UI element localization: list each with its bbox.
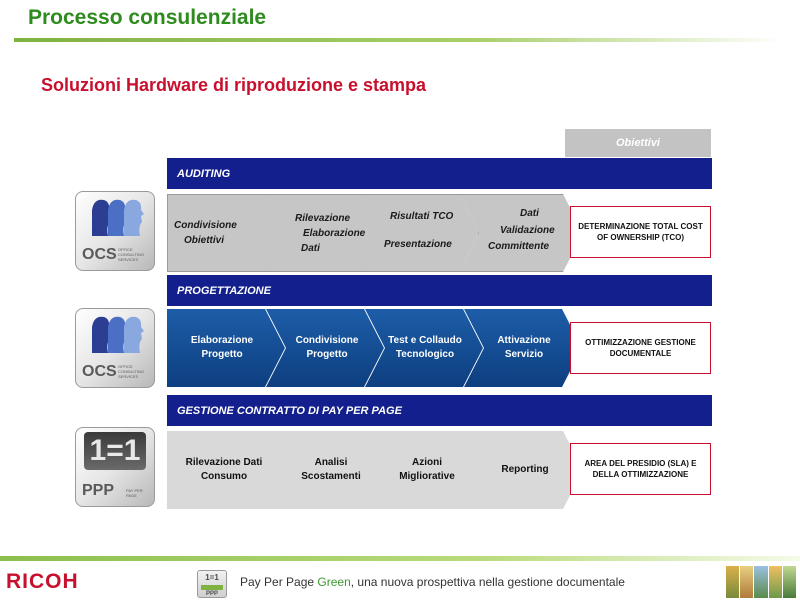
faces-icon xyxy=(92,199,144,236)
logo-label: PPP xyxy=(82,482,115,499)
logo-label: OCS xyxy=(82,246,117,263)
objectives-header: Obiettivi xyxy=(565,129,711,157)
logo-label: OCS xyxy=(82,363,117,380)
footer-tagline: Pay Per Page Green, una nuova prospettiv… xyxy=(240,575,625,589)
logo-caption: OFFICE CONSULTING SERVICES xyxy=(118,247,144,262)
ocs-logo: OCS OFFICE CONSULTING SERVICES xyxy=(75,191,155,271)
step-rilevazione-dati-consumo: Rilevazione Dati Consumo xyxy=(167,431,293,509)
band-gestione-contratto: GESTIONE CONTRATTO DI PAY PER PAGE xyxy=(167,395,712,426)
goal-ottimizzazione: OTTIMIZZAZIONE GESTIONE DOCUMENTALE xyxy=(570,322,711,374)
title-divider xyxy=(14,38,784,42)
logo-caption: PAY PER PAGE xyxy=(126,488,143,498)
step-elaborazione-progetto: Elaborazione Progetto xyxy=(167,309,285,387)
ocs-logo: OCS OFFICE CONSULTING SERVICES xyxy=(75,308,155,388)
logo-caption: OFFICE CONSULTING SERVICES xyxy=(118,364,144,379)
ppp-mini-logo: 1=1 PPP xyxy=(197,570,227,598)
step-condivisione-obiettivi: Condivisione Obiettivi xyxy=(167,194,285,272)
band-auditing: AUDITING xyxy=(167,158,712,189)
ppp-logo: 1=1 PPP PAY PER PAGE xyxy=(75,427,155,507)
footer-photo-strip xyxy=(726,566,797,598)
page-subtitle: Soluzioni Hardware di riproduzione e sta… xyxy=(41,75,427,95)
step-reporting: Reporting xyxy=(463,431,583,509)
faces-icon xyxy=(92,316,144,353)
goal-presidio-sla: AREA DEL PRESIDIO (SLA) E DELLA OTTIMIZZ… xyxy=(570,443,711,495)
logo-mark: 1=1 xyxy=(84,432,146,470)
goal-tco: DETERMINAZIONE TOTAL COST OF OWNERSHIP (… xyxy=(570,206,711,258)
page-title: Processo consulenziale xyxy=(28,6,267,29)
ricoh-logo: RICOH xyxy=(6,570,79,593)
footer-divider xyxy=(0,556,800,561)
band-progettazione: PROGETTAZIONE xyxy=(167,275,712,306)
